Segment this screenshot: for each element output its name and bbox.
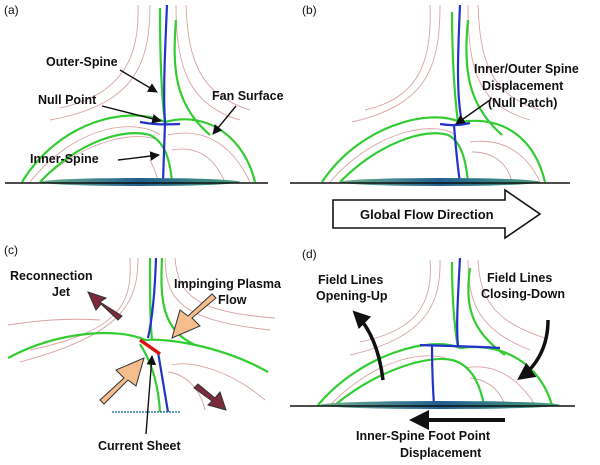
- label-flow: Flow: [218, 293, 247, 307]
- outer-spine-blue-a: [163, 4, 169, 123]
- label-outer-spine: Outer-Spine: [46, 55, 118, 69]
- spine-green2-c: [160, 257, 196, 347]
- thin-field-lines-b: [329, 4, 541, 183]
- label-null-patch-line3: (Null Patch): [488, 96, 557, 110]
- panel-b: (b) Inner/Outer Spine Displacement (Null…: [290, 3, 579, 186]
- label-foot-point-line2: Displacement: [400, 446, 482, 460]
- fan-line-inner-a: [39, 132, 174, 183]
- plasma-flow-arrow-lower: [99, 357, 145, 405]
- outer-spine-blue-c: [146, 257, 158, 339]
- spine-green-c: [148, 257, 154, 341]
- label-fan-surface: Fan Surface: [212, 89, 284, 103]
- fan-line-2-c: [139, 343, 162, 413]
- label-opening-up: Opening-Up: [316, 289, 388, 303]
- label-field-lines-1: Field Lines: [318, 273, 383, 287]
- label-impinging-plasma: Impinging Plasma: [174, 277, 282, 291]
- panel-label-d: (d): [302, 247, 317, 261]
- label-inner-spine: Inner-Spine: [30, 152, 99, 166]
- panel-d: (d) Field Lines Opening-Up Field Lines C…: [290, 247, 575, 460]
- plasma-flow-arrow-upper: [171, 293, 217, 339]
- null-patch-blue-b: [439, 121, 471, 127]
- jet-arrow-lower: [193, 383, 227, 411]
- fan-surface-dome-d: [317, 343, 554, 406]
- global-flow-arrow: Global Flow Direction: [332, 188, 542, 240]
- label-reconnection: Reconnection: [10, 269, 93, 283]
- panel-label-b: (b): [302, 3, 317, 17]
- fan-blue-d: [419, 343, 501, 350]
- arrow-current-sheet: [145, 355, 157, 435]
- label-global-flow: Global Flow Direction: [360, 207, 494, 222]
- label-null-point: Null Point: [38, 93, 97, 107]
- arrow-null-patch: [455, 99, 491, 125]
- arrow-opening-up: [352, 310, 385, 381]
- arrow-outer-spine: [119, 69, 158, 93]
- arrow-fan-surface: [212, 105, 237, 135]
- outer-spine-green2-b: [465, 19, 503, 136]
- panel-a: (a) Outer-Spine Null Point: [4, 3, 284, 186]
- label-closing-down: Closing-Down: [481, 287, 565, 301]
- jet-arrow-upper: [87, 291, 123, 321]
- arrow-null-point: [101, 105, 162, 124]
- outer-spine-blue-d: [456, 257, 462, 347]
- fan-line-inner-b: [339, 132, 470, 183]
- arrow-closing-down: [517, 319, 550, 381]
- label-field-lines-2: Field Lines: [487, 271, 552, 285]
- label-foot-point-line1: Inner-Spine Foot Point: [356, 429, 491, 443]
- photosphere-a: [40, 178, 240, 186]
- panel-label-a: (a): [4, 3, 19, 17]
- photosphere-b: [340, 178, 540, 186]
- inner-spine-blue-a: [161, 121, 167, 183]
- current-sheet-c: [138, 338, 162, 356]
- fan-blue-stub-a: [139, 120, 181, 126]
- inner-spine-blue-c: [156, 351, 170, 413]
- thin-field-lines-a: [29, 4, 251, 183]
- fan-surface-dome-b: [321, 116, 547, 183]
- thin-field-lines-c: [7, 257, 276, 411]
- label-jet: Jet: [52, 285, 71, 299]
- label-null-patch-line2: Displacement: [482, 79, 564, 93]
- panel-c: (c) Reconnection Jet Impinging Plasma Fl…: [4, 243, 282, 453]
- inner-spine-blue-b: [452, 124, 462, 183]
- outer-spine-green-b: [450, 11, 460, 123]
- outer-spine-green2-a: [173, 19, 211, 136]
- outer-spine-blue-b: [456, 4, 464, 123]
- inner-spine-blue-d: [430, 345, 436, 406]
- panel-label-c: (c): [4, 243, 18, 257]
- fan-line-1-c: [7, 331, 269, 373]
- fan-line-inner-d: [334, 357, 486, 406]
- arrow-inner-spine: [117, 151, 160, 161]
- label-current-sheet: Current Sheet: [98, 439, 181, 453]
- photosphere-d: [320, 401, 560, 409]
- label-null-patch-line1: Inner/Outer Spine: [474, 62, 579, 76]
